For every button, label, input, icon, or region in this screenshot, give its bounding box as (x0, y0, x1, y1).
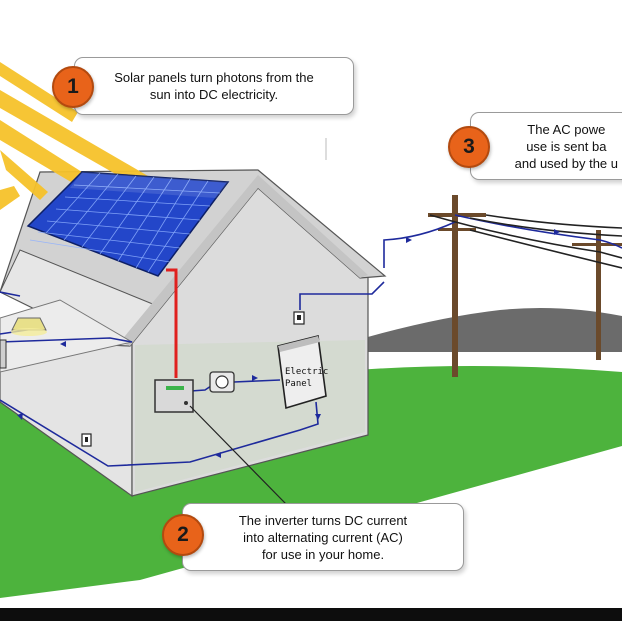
inverter-icon (154, 379, 194, 413)
dc-wire (166, 268, 178, 378)
meter-icon (209, 371, 235, 393)
step-2-callout: The inverter turns DC current into alter… (182, 503, 464, 571)
bottom-border (0, 608, 622, 621)
step-3-number: 3 (463, 135, 475, 158)
light-fixture-icon (0, 317, 47, 369)
electric-panel-label: Electric Panel (285, 367, 329, 389)
step-1-callout: Solar panels turn photons from the sun i… (74, 57, 354, 115)
step-1-badge: 1 (52, 66, 94, 108)
solar-panel-icon (26, 171, 230, 277)
step-3-badge: 3 (448, 126, 490, 168)
step-1-text: Solar panels turn photons from the sun i… (114, 70, 314, 102)
outlet-icon (81, 311, 305, 447)
step-3-callout: The AC powe use is sent ba and used by t… (470, 112, 622, 180)
step-2-number: 2 (177, 523, 189, 546)
step-3-text: The AC powe use is sent ba and used by t… (514, 121, 618, 171)
step-2-badge: 2 (162, 514, 204, 556)
callout-leader-2 (189, 405, 287, 505)
mountain (340, 308, 622, 352)
step-2-text: The inverter turns DC current into alter… (238, 512, 408, 562)
electric-panel-icon (277, 335, 327, 410)
step-1-number: 1 (67, 75, 79, 98)
